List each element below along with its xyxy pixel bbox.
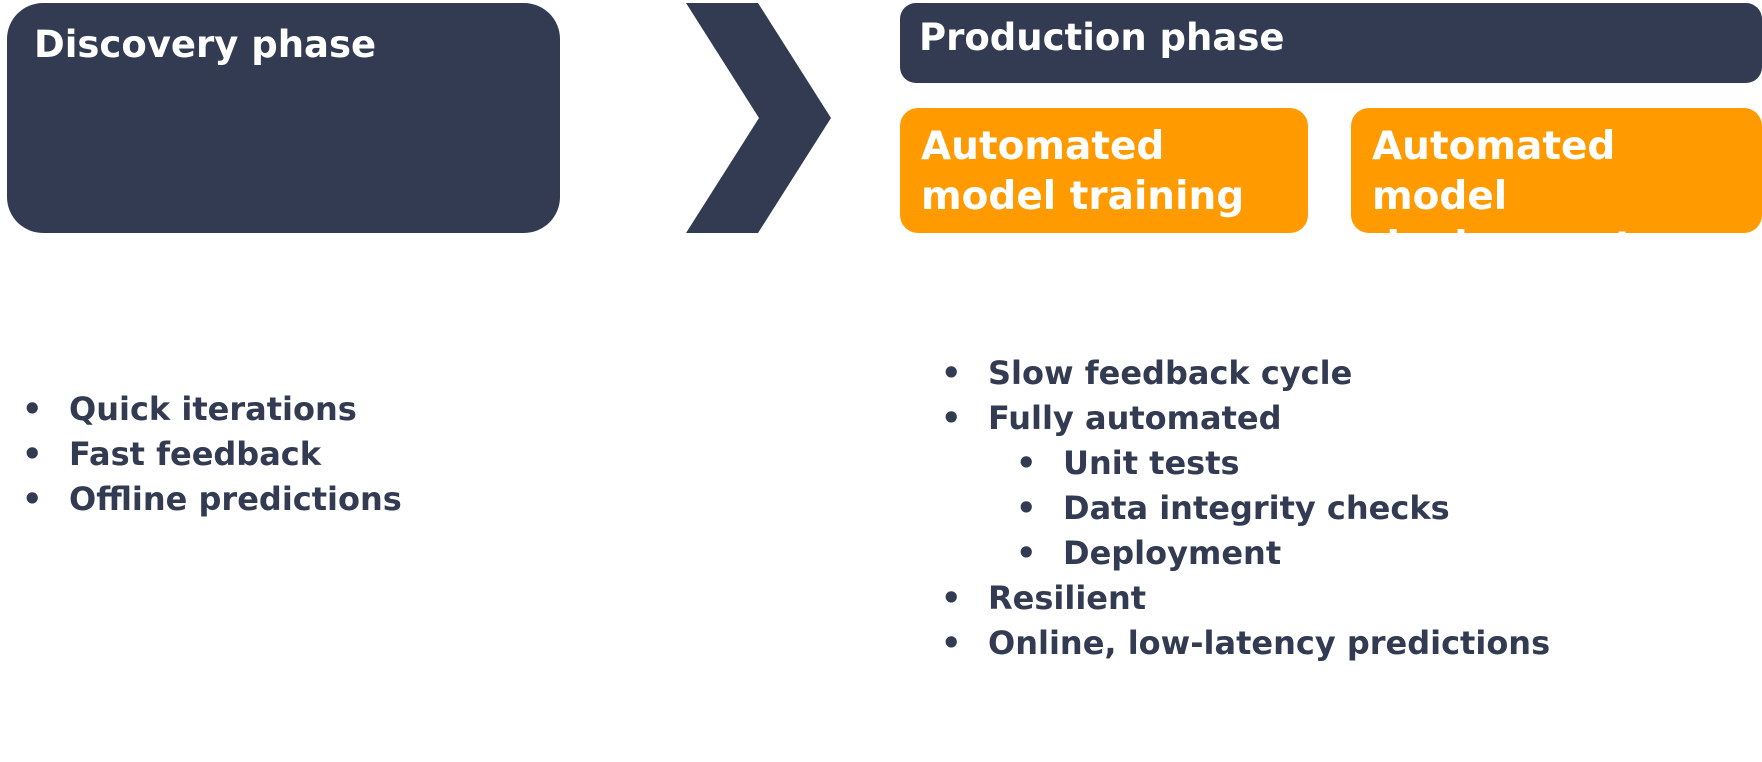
automated-model-training-box: Automated model training bbox=[900, 108, 1308, 233]
list-item: Resilient bbox=[941, 576, 1550, 621]
production-phase-box: Production phase bbox=[900, 3, 1762, 83]
discovery-phase-title: Discovery phase bbox=[34, 23, 377, 66]
discovery-bullet-list: Quick iterations Fast feedback Offline p… bbox=[22, 387, 402, 522]
automated-model-deployment-box: Automated model deployment bbox=[1351, 108, 1762, 269]
list-item: Online, low-latency predictions bbox=[941, 621, 1550, 666]
discovery-phase-box: Discovery phase bbox=[7, 3, 560, 233]
chevron-right-icon bbox=[686, 3, 831, 233]
list-item: Fast feedback bbox=[22, 432, 402, 477]
production-phase-title: Production phase bbox=[919, 16, 1285, 59]
list-item: Offline predictions bbox=[22, 477, 402, 522]
list-item: Fully automated bbox=[941, 396, 1550, 441]
stage-label: Automated model deployment bbox=[1372, 124, 1634, 269]
list-item: Quick iterations bbox=[22, 387, 402, 432]
production-bullet-list: Slow feedback cycle Fully automated Unit… bbox=[941, 351, 1550, 666]
stage-label: Automated model training bbox=[921, 124, 1245, 219]
list-item: Slow feedback cycle bbox=[941, 351, 1550, 396]
sub-list-item: Deployment bbox=[1016, 531, 1550, 576]
sub-list-item: Unit tests bbox=[1016, 441, 1550, 486]
sub-list-item: Data integrity checks bbox=[1016, 486, 1550, 531]
